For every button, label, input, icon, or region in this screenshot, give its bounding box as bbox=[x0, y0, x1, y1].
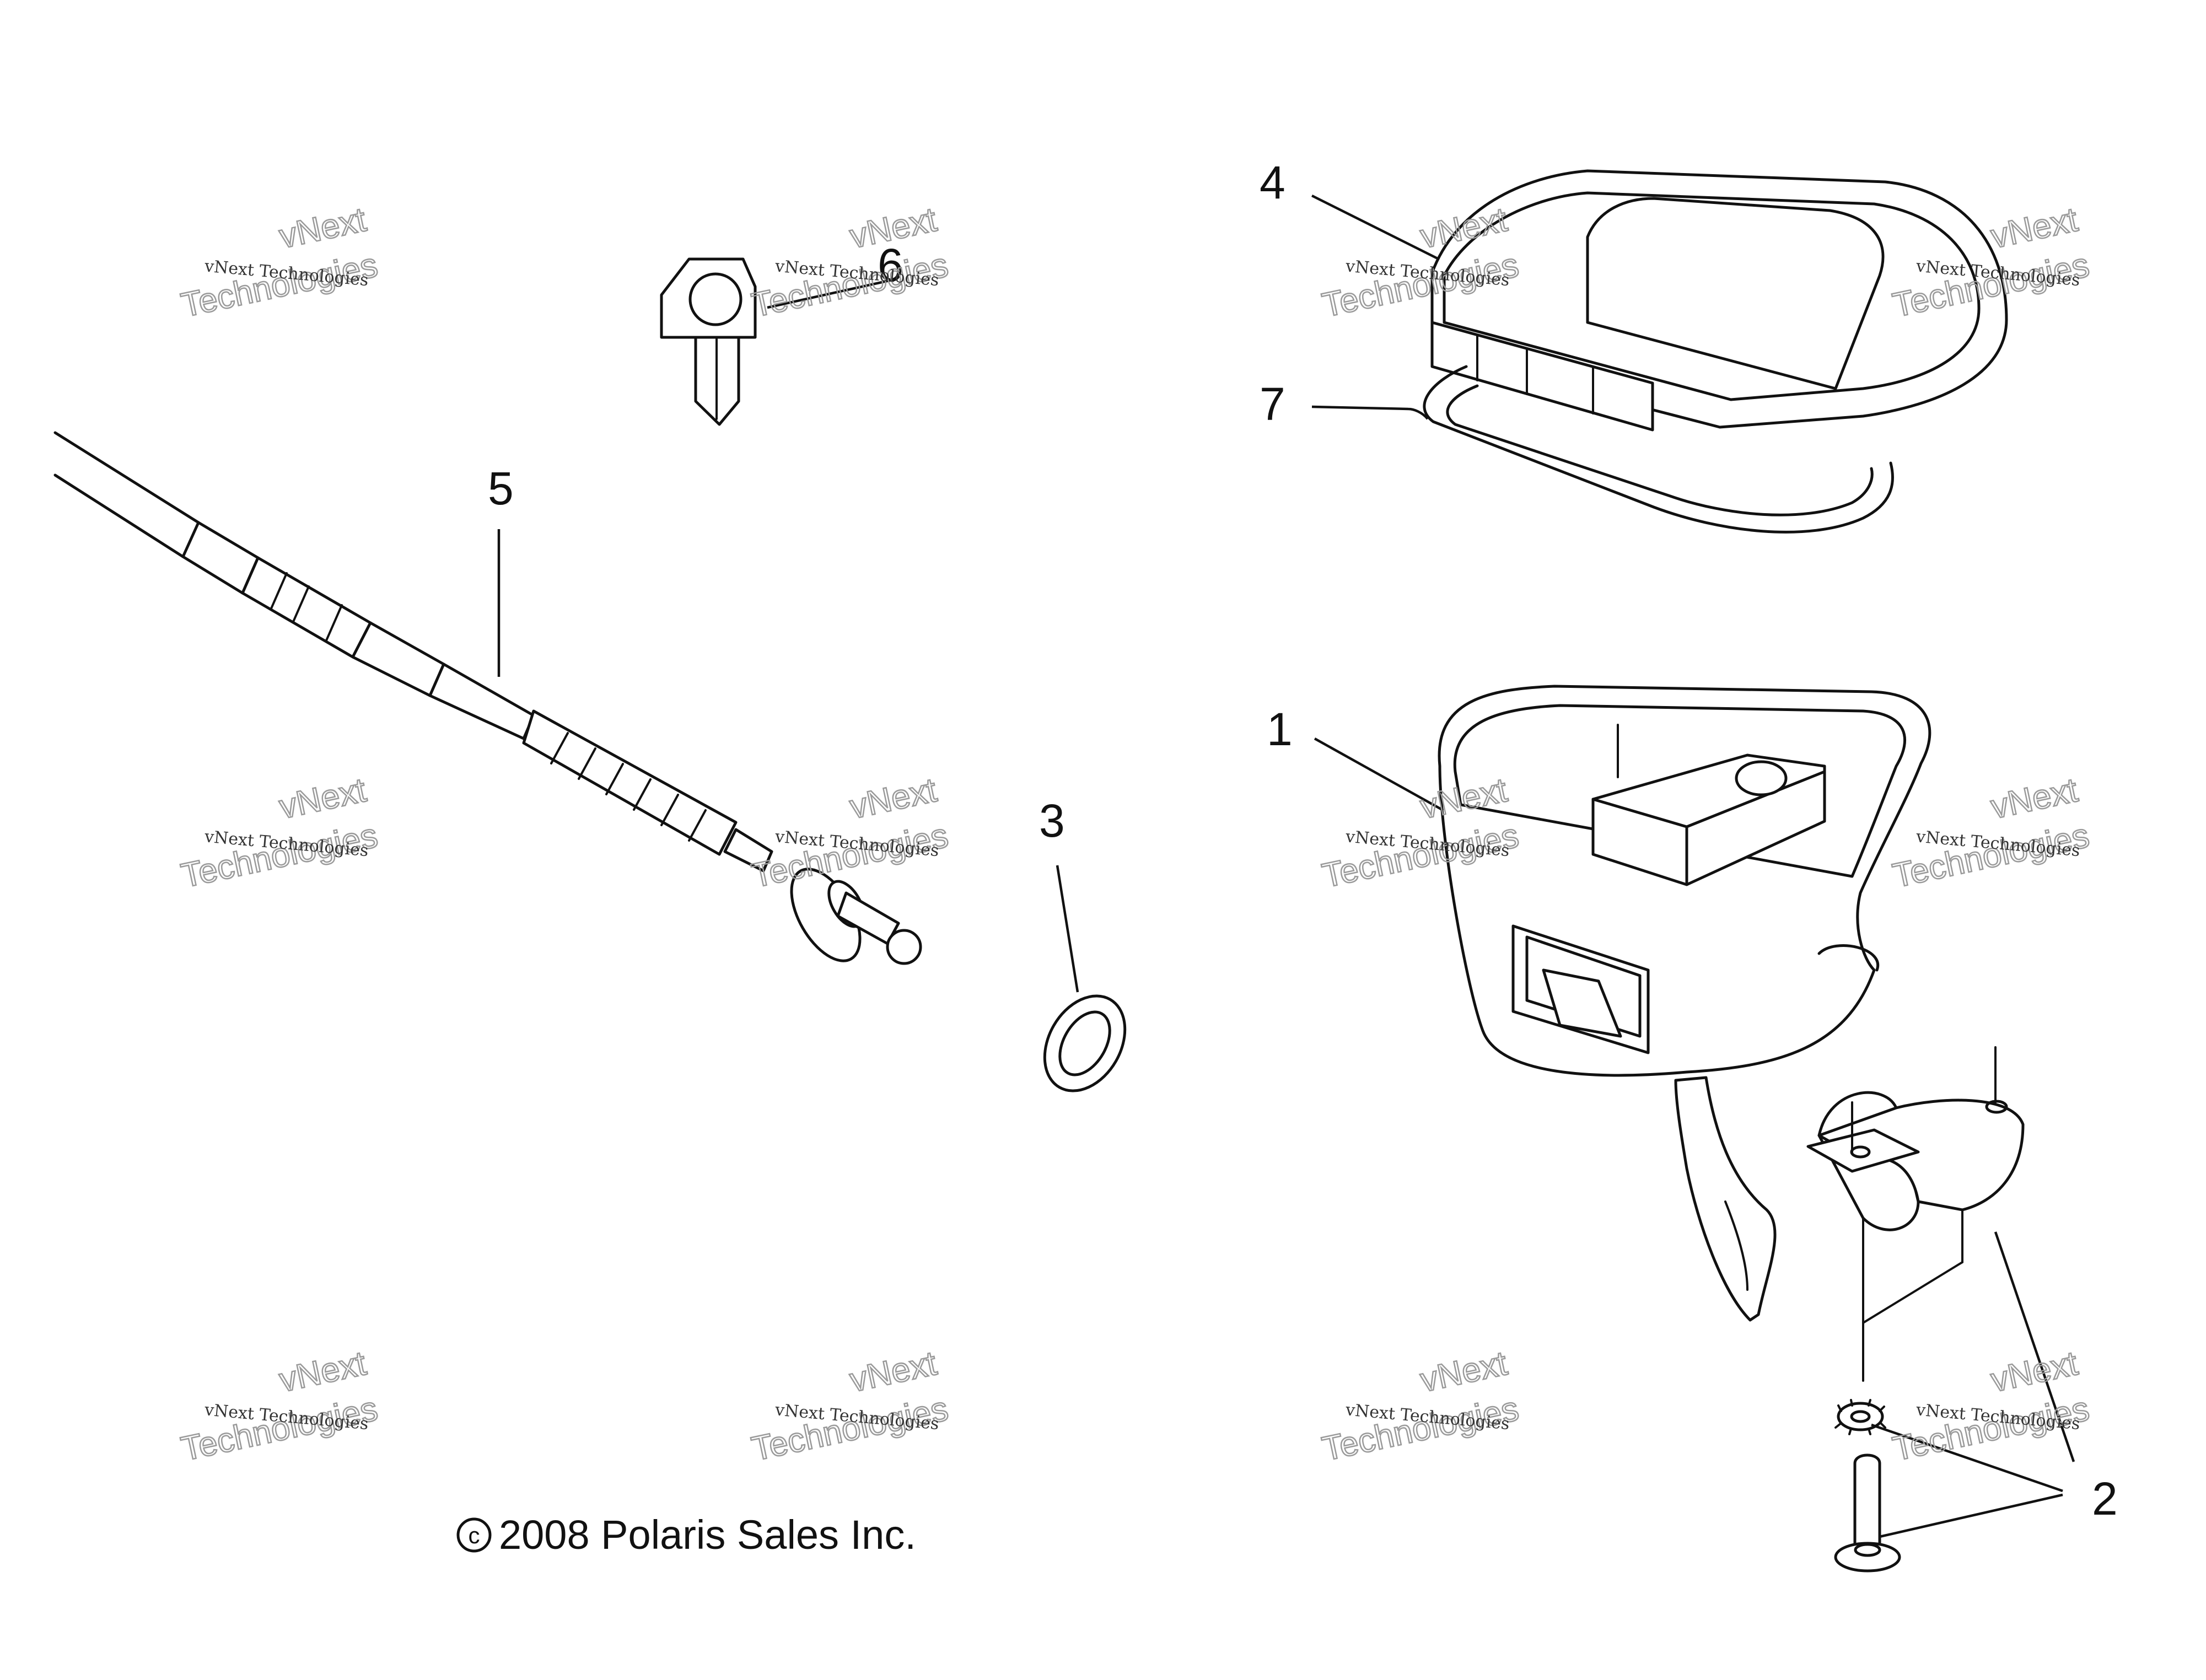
washer-part bbox=[1043, 994, 1127, 1092]
watermark-big-line1: vNext bbox=[1988, 771, 2081, 826]
callout-1: 1 bbox=[1267, 703, 1293, 755]
watermark-big-line1: vNext bbox=[276, 1344, 369, 1399]
callout-2: 2 bbox=[2092, 1473, 2118, 1525]
copyright-icon bbox=[456, 1517, 492, 1553]
watermark-big-line1: vNext bbox=[847, 771, 940, 826]
callout-4: 4 bbox=[1260, 157, 1285, 208]
watermark-big-line1: vNext bbox=[1988, 201, 2081, 256]
leader-lines bbox=[497, 194, 2075, 1538]
copyright-text: 2008 Polaris Sales Inc. bbox=[499, 1512, 916, 1558]
watermark-big-line1: vNext bbox=[847, 1344, 940, 1399]
clamp-assembly bbox=[1806, 1046, 2025, 1573]
clip-part bbox=[660, 257, 757, 426]
watermark-big-line1: vNext bbox=[276, 201, 369, 256]
throttle-housing bbox=[1438, 685, 1931, 1322]
watermark-big-line1: vNext bbox=[276, 771, 369, 826]
watermark-big-line1: vNext bbox=[1988, 1344, 2081, 1399]
watermark-big-line1: vNext bbox=[847, 201, 940, 256]
copyright-line: c 2008 Polaris Sales Inc. bbox=[456, 1512, 916, 1558]
callout-3: 3 bbox=[1039, 795, 1065, 847]
callout-5: 5 bbox=[488, 462, 514, 514]
watermark-big-line1: vNext bbox=[1417, 1344, 1510, 1399]
callout-labels: 1 2 3 4 5 6 7 bbox=[488, 157, 2118, 1525]
housing-cover bbox=[1430, 169, 2008, 432]
callout-6: 6 bbox=[878, 239, 903, 291]
copyright-c-glyph: c bbox=[469, 1522, 480, 1548]
screw bbox=[1834, 1453, 1901, 1573]
gasket bbox=[1423, 365, 1894, 534]
throttle-cable bbox=[53, 431, 922, 965]
callout-7: 7 bbox=[1260, 378, 1285, 430]
lock-washer bbox=[1834, 1399, 1886, 1435]
